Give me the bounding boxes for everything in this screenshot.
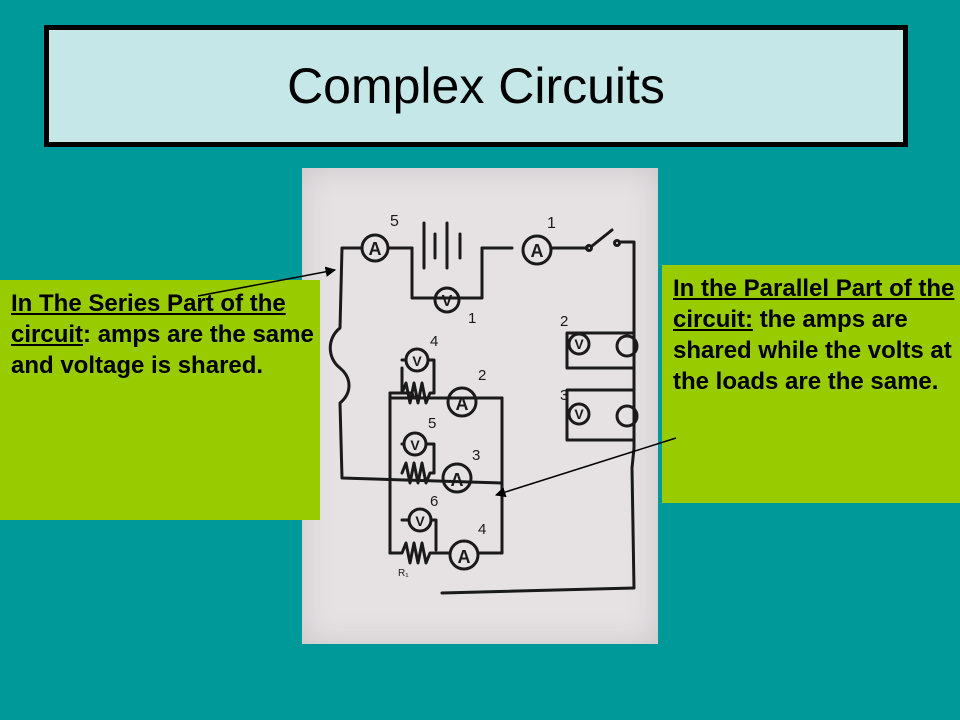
- ammeter-top-symbol: A: [531, 241, 544, 261]
- voltmeter-battery-symbol: V: [442, 293, 453, 310]
- series-note-colon: :: [83, 321, 92, 348]
- wire-top: [340, 240, 636, 595]
- right-branch-2-symbol: V: [574, 406, 584, 422]
- label-a4: 4: [478, 521, 486, 538]
- series-note-body: amps are the same and voltage is shared.: [11, 321, 314, 379]
- label-a2: 2: [478, 367, 486, 384]
- switch: [585, 228, 621, 252]
- label-a3: 3: [472, 447, 480, 464]
- right-branch-1-symbol: V: [574, 336, 584, 352]
- right-branch-2: V 3: [560, 387, 639, 442]
- branch-3-ammeter: A: [458, 547, 471, 567]
- right-branch-1: V 2: [560, 313, 639, 370]
- label-right-2: 2: [560, 313, 568, 330]
- ammeter-main: A 5: [360, 213, 399, 263]
- ammeter-main-symbol: A: [369, 239, 382, 259]
- branch-3: V A 6 4 R₁: [388, 493, 504, 579]
- branch-1-ammeter: A: [456, 394, 469, 414]
- ammeter-top: A 1: [521, 215, 556, 266]
- wire-left: [328, 246, 504, 485]
- series-note: In The Series Part of the circuit: amps …: [0, 280, 320, 520]
- label-right-3: 3: [560, 387, 568, 404]
- voltmeter-battery: V 1: [433, 286, 476, 327]
- label-v5: 5: [428, 415, 436, 432]
- parallel-note-heading: In the Parallel Part of the circuit:: [673, 275, 955, 333]
- branch-3-voltmeter: V: [415, 513, 425, 529]
- battery: [410, 221, 484, 300]
- label-a-main: 5: [390, 213, 399, 230]
- branch-1: V A 4 2: [388, 333, 504, 418]
- parallel-note: In the Parallel Part of the circuit: the…: [662, 265, 960, 503]
- label-v6: 6: [430, 493, 438, 510]
- branch-2-ammeter: A: [451, 470, 464, 490]
- parallel-note-body: the amps are shared while the volts at t…: [673, 306, 952, 395]
- title-box: Complex Circuits: [44, 25, 908, 147]
- label-v-batt: 1: [468, 310, 476, 327]
- circuit-diagram: A 5 A 1 V 1 V 2 V 3: [328, 213, 639, 595]
- label-a-top: 1: [547, 215, 556, 232]
- label-r1: R₁: [398, 568, 409, 579]
- label-v4: 4: [430, 333, 438, 350]
- branch-1-voltmeter: V: [412, 353, 422, 369]
- branch-2-voltmeter: V: [410, 437, 420, 453]
- slide-title: Complex Circuits: [287, 58, 665, 114]
- branch-2: V A 5 3: [400, 415, 480, 494]
- circuit-photo: A 5 A 1 V 1 V 2 V 3: [302, 168, 658, 644]
